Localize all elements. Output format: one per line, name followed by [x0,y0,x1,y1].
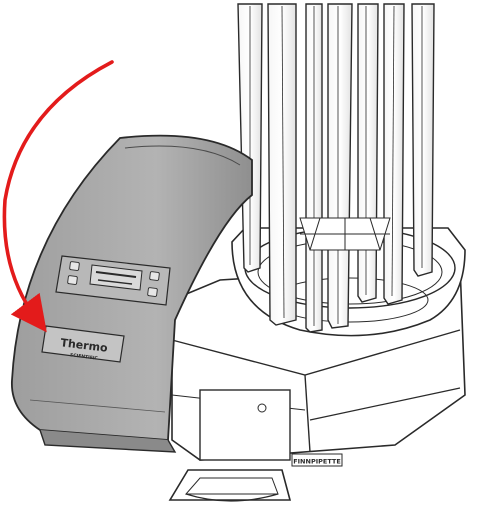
panel-button-2 [67,275,78,285]
panel-button-4 [147,287,158,297]
brand-logo-subtext: SCIENTIFIC [70,352,99,361]
front-tray [168,389,292,502]
rod-6 [383,3,405,305]
control-panel [55,255,171,306]
base-label-text: FINNPIPETTE [293,458,341,466]
rod-7 [411,3,435,277]
hinged-cover: Thermo SCIENTIFIC [11,134,253,453]
rod-5 [357,3,379,303]
brand-logo-text: Thermo [60,336,109,355]
close-direction-arrow [2,60,114,333]
base-label-plate [291,453,343,467]
center-hub [299,217,391,251]
brand-logo: Thermo SCIENTIFIC [41,325,125,363]
rod-4 [327,3,353,329]
panel-button-1 [69,261,80,271]
rod-2 [267,3,297,326]
panel-button-3 [149,271,160,281]
